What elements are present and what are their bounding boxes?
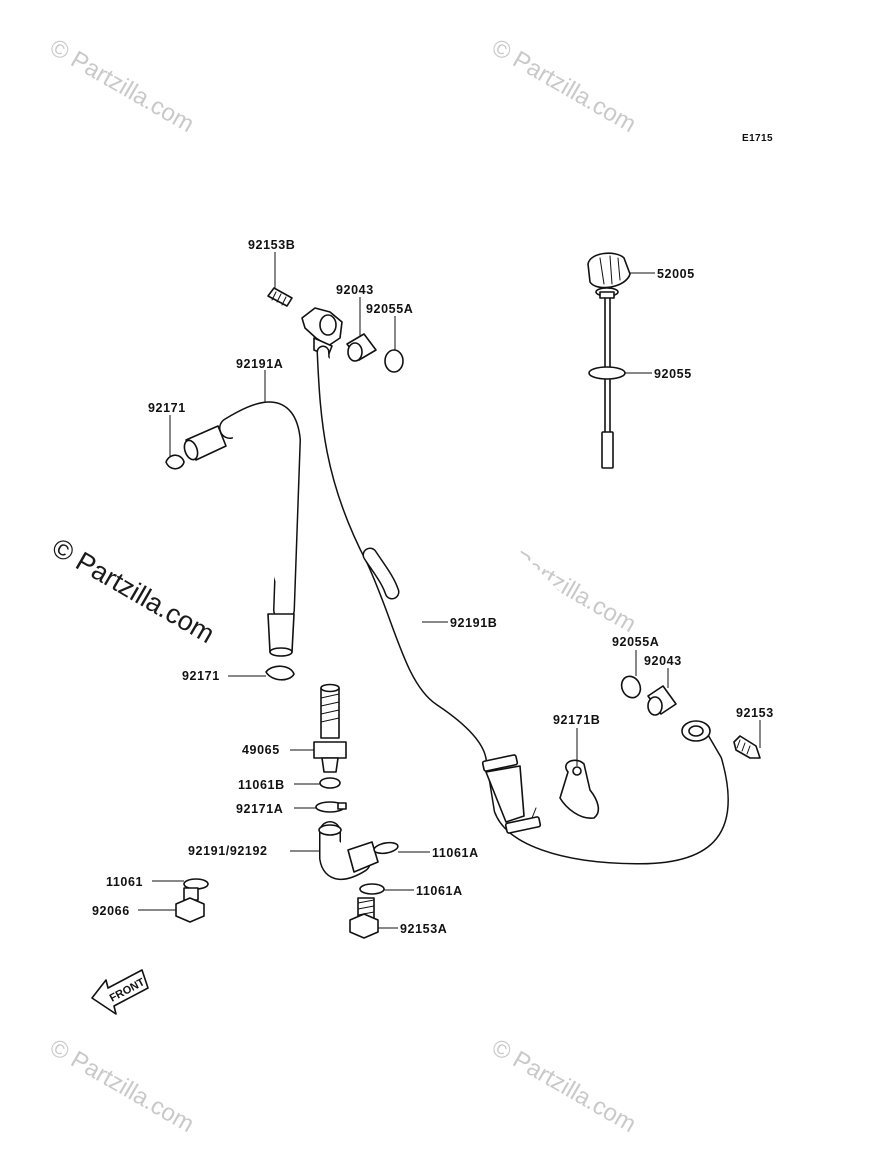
label-92055a-top[interactable]: 92055A [366, 302, 413, 316]
label-92191a[interactable]: 92191A [236, 357, 283, 371]
watermark-top-right: © Partzilla.com [487, 34, 641, 138]
watermark-bottom-right: © Partzilla.com [487, 1034, 641, 1138]
part-washer-11061a-2[interactable] [359, 883, 385, 895]
diagram-code: E1715 [742, 133, 773, 144]
part-valve-49065[interactable] [313, 683, 347, 773]
label-92171a[interactable]: 92171A [236, 802, 283, 816]
part-hose-92191a[interactable] [182, 401, 301, 657]
label-92191b[interactable]: 92191B [450, 616, 497, 630]
label-52005[interactable]: 52005 [657, 267, 695, 281]
part-banjo-bolt-92153a[interactable] [349, 897, 379, 939]
part-bolt-92153b[interactable] [267, 287, 293, 307]
label-92055[interactable]: 92055 [654, 367, 692, 381]
part-clamp-92171a[interactable] [315, 801, 347, 813]
part-washer-11061b[interactable] [319, 777, 341, 789]
label-11061[interactable]: 11061 [106, 875, 143, 889]
part-oring-92055a-mid[interactable] [618, 673, 644, 701]
label-49065[interactable]: 49065 [242, 743, 280, 757]
label-92171-low[interactable]: 92171 [182, 669, 220, 683]
label-92153b[interactable]: 92153B [248, 238, 295, 252]
label-11061b[interactable]: 11061B [238, 778, 285, 792]
part-elbow-hose-92191-92192[interactable] [318, 821, 379, 880]
part-dipstick-cap-52005[interactable] [587, 252, 631, 299]
label-92171-top[interactable]: 92171 [148, 401, 186, 415]
label-92153a[interactable]: 92153A [400, 922, 447, 936]
watermark-bottom-left: © Partzilla.com [45, 1034, 199, 1138]
leader-lines [138, 252, 761, 929]
watermark-top-left: © Partzilla.com [45, 34, 199, 138]
part-drain-plug-92066[interactable] [175, 887, 205, 923]
label-92191-92192[interactable]: 92191/92192 [188, 844, 268, 858]
part-bolt-92153[interactable] [733, 735, 761, 759]
part-labels: 92153B 92043 92055A 92191A 92171 92171 5… [92, 238, 774, 936]
label-92171b[interactable]: 92171B [553, 713, 600, 727]
label-11061a-2[interactable]: 11061A [416, 884, 463, 898]
watermark-prominent: © Partzilla.com [47, 532, 220, 649]
part-oring-92055a-top[interactable] [384, 349, 404, 373]
label-92055a-mid[interactable]: 92055A [612, 635, 659, 649]
part-dipstick-rod[interactable] [601, 297, 614, 469]
part-hose-clamps[interactable] [481, 754, 542, 834]
part-hose-92191b[interactable] [316, 345, 730, 865]
part-sleeve-92043-top[interactable] [346, 333, 377, 362]
part-oring-92055[interactable] [588, 366, 626, 380]
part-clamp-92171b[interactable] [531, 759, 600, 819]
label-92066[interactable]: 92066 [92, 904, 130, 918]
front-arrow: FRONT [91, 969, 149, 1015]
part-clip-92171-low[interactable] [265, 665, 295, 681]
part-sleeve-92043-mid[interactable] [647, 685, 677, 716]
label-11061a-1[interactable]: 11061A [432, 846, 479, 860]
part-clip-92171-top[interactable] [165, 454, 185, 470]
label-92043-top[interactable]: 92043 [336, 283, 374, 297]
label-92043-mid[interactable]: 92043 [644, 654, 682, 668]
label-92153[interactable]: 92153 [736, 706, 774, 720]
part-washer-11061a-1[interactable] [373, 841, 399, 855]
